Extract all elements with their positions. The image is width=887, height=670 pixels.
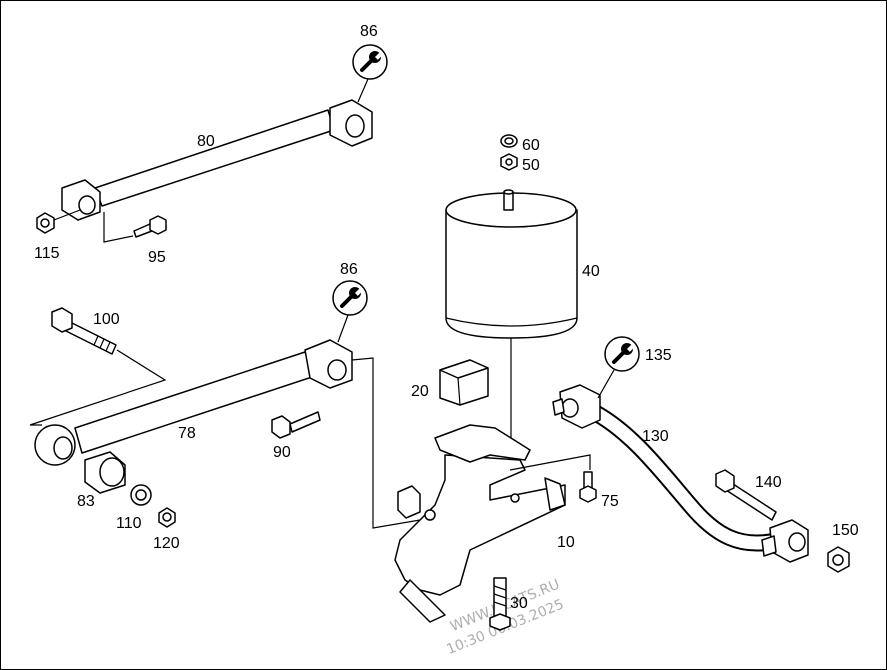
bolt-90 [271,411,321,439]
wrench-icon [352,44,388,80]
callout-40[interactable]: 40 [582,263,600,280]
nut-60 [500,134,518,148]
bracket-10 [394,424,566,623]
callout-labels: 86 80 60 50 40 115 95 100 86 20 135 130 … [34,23,859,612]
bolt-100 [51,307,117,355]
torque-rod-80 [61,99,373,221]
callout-86-mid[interactable]: 86 [340,261,358,278]
callout-10[interactable]: 10 [557,534,575,551]
leader-line [29,349,167,426]
bolt-140 [715,469,777,521]
callout-60[interactable]: 60 [522,137,540,154]
callout-100[interactable]: 100 [93,311,120,328]
leader-line [509,454,591,471]
callout-90[interactable]: 90 [273,444,291,461]
bolt-30 [489,577,511,631]
bump-stop-20 [439,359,489,406]
callout-75[interactable]: 75 [601,493,619,510]
torque-rod-78 [34,339,353,466]
wrench-icon [332,280,368,316]
leader-line [337,314,349,343]
nut-50 [500,153,518,171]
wrench-icon [604,336,640,372]
callout-86-top[interactable]: 86 [360,23,378,40]
callout-115[interactable]: 115 [34,245,60,262]
nut-120 [158,507,176,528]
nut-150 [827,546,850,573]
callout-80[interactable]: 80 [197,133,215,150]
callout-150[interactable]: 150 [832,522,859,539]
callout-83[interactable]: 83 [77,493,95,510]
leader-line [597,369,615,399]
bushing-83 [84,451,126,494]
callout-110[interactable]: 110 [116,515,142,532]
bolt-75 [579,471,597,503]
callout-130[interactable]: 130 [642,428,669,445]
callout-20[interactable]: 20 [411,383,429,400]
callout-50[interactable]: 50 [522,157,540,174]
leader-line [351,357,421,529]
callout-95[interactable]: 95 [148,249,166,266]
nut-115 [36,212,55,234]
callout-78[interactable]: 78 [178,425,196,442]
air-spring-40 [445,189,578,339]
leader-line [357,78,369,103]
callout-135[interactable]: 135 [645,347,672,364]
bolt-95 [133,215,167,238]
bushing-110 [130,484,152,506]
leader-line [103,212,134,243]
callout-120[interactable]: 120 [153,535,180,552]
callout-30[interactable]: 30 [510,595,528,612]
control-arm-130 [552,384,809,563]
leader-line [53,209,81,221]
callout-140[interactable]: 140 [755,474,782,491]
